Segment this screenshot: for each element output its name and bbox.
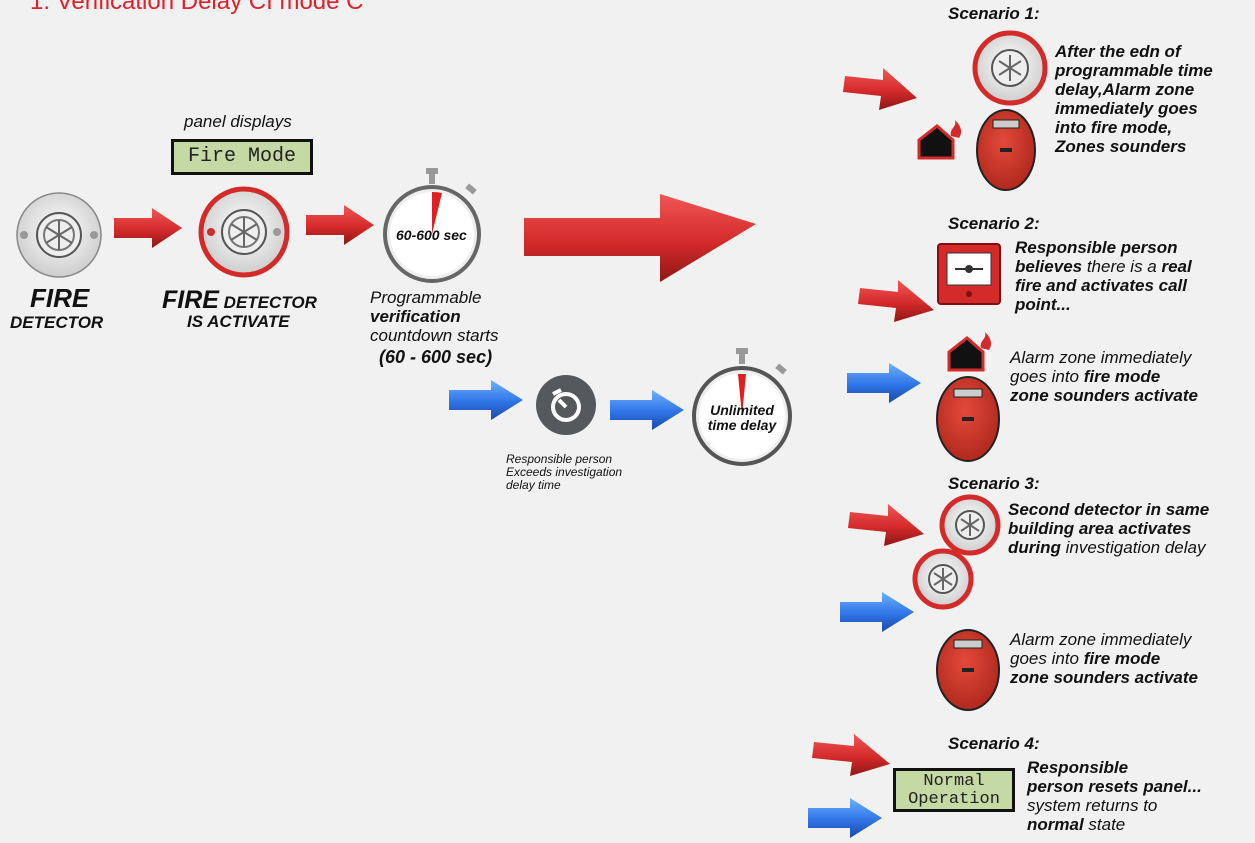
blue-arrow [840, 592, 914, 632]
panel-lcd-normal-operation: Normal Operation [893, 768, 1015, 812]
countdown-line4: (60 - 600 sec) [379, 347, 493, 367]
scenario3-line3: during investigation delay [1008, 538, 1206, 557]
smoke-detector-icon [16, 192, 102, 278]
countdown-line2: verification [370, 307, 461, 326]
red-arrow [306, 205, 374, 245]
unlimited-text: Unlimited time delay [700, 403, 784, 433]
scenario4-line4: normal state [1027, 815, 1126, 834]
scenario3-heading: Scenario 3: [948, 474, 1040, 493]
scenario2-heading: Scenario 2: [948, 214, 1040, 233]
activated-label-line1: FIRE DETECTOR [162, 286, 317, 314]
scenario2-text: Responsible person believes there is a r… [1015, 238, 1192, 314]
scenario1-line5: into fire mode, [1055, 118, 1173, 137]
activated-label-line2: IS ACTIVATE [187, 312, 290, 331]
page-title: 1. Verification Delay CI mode C [30, 0, 364, 15]
panel-lcd-fire-mode: Fire Mode [171, 139, 313, 175]
red-arrow [812, 734, 890, 776]
blue-arrow [610, 390, 684, 430]
scenario2-alarm-line2: goes into fire mode [1010, 367, 1161, 386]
red-arrow [843, 68, 917, 110]
exceeds-line2: Exceeds investigation [506, 465, 623, 479]
scenario3-alarm-line3: zone sounders activate [1010, 668, 1199, 687]
sounder-icon [936, 629, 1000, 711]
scenario3-alarm-text: Alarm zone immediately goes into fire mo… [1010, 630, 1198, 687]
scenario3-text: Second detector in same building area ac… [1008, 500, 1209, 557]
scenario4-line2: person resets panel... [1027, 777, 1202, 796]
exceeds-line1: Responsible person [506, 452, 613, 466]
blue-arrow [449, 380, 523, 420]
countdown-line1: Programmable [370, 288, 482, 307]
blue-arrow [808, 798, 882, 838]
call-point-icon [937, 243, 1001, 305]
scenario2-alarm-line1: Alarm zone immediately [1010, 348, 1192, 367]
red-arrow [114, 208, 182, 248]
lcd-line1: Normal [923, 772, 985, 791]
scenario4-line3: system returns to [1027, 796, 1158, 815]
activated-detector-icon [972, 30, 1048, 106]
scenario1-line6: Zones sounders [1055, 137, 1187, 156]
scenario1-line2: programmable time [1055, 61, 1213, 80]
scenario4-text: Responsible person resets panel... syste… [1027, 758, 1202, 834]
scenario2-alarm-line3: zone sounders activate [1010, 386, 1199, 405]
lcd-line2: Operation [908, 790, 1000, 809]
red-arrow [858, 280, 934, 322]
activated-detector-icon [198, 186, 290, 278]
scenario2-line3: fire and activates call [1015, 276, 1187, 295]
house-fire-icon [917, 120, 962, 160]
fire-label-big: FIRE [30, 283, 90, 313]
timer-text: 60-600 sec [396, 227, 467, 243]
sounder-icon [976, 109, 1036, 191]
panel-displays-label: panel displays [184, 112, 292, 131]
exceeds-line3: delay time [506, 478, 561, 492]
scenario3-line2: building area activates [1008, 519, 1192, 538]
scenario1-line4: immediately goes [1055, 99, 1198, 118]
scenario3-line1: Second detector in same [1008, 500, 1210, 519]
scenario1-line3: delay,Alarm zone [1055, 80, 1195, 99]
scenario2-alarm-text: Alarm zone immediately goes into fire mo… [1010, 348, 1198, 405]
scenario3-alarm-line1: Alarm zone immediately [1010, 630, 1192, 649]
big-red-arrow [524, 194, 756, 282]
sounder-icon [936, 376, 1000, 462]
exceeds-text: Responsible person Exceeds investigation… [506, 453, 622, 492]
unlimited-line2: time delay [707, 417, 777, 433]
scenario1-line1: After the edn of [1055, 42, 1181, 61]
scenario4-line1: Responsible [1027, 758, 1129, 777]
red-arrow [848, 504, 924, 546]
stopwatch-icon [383, 168, 481, 283]
activated-detector-icon [912, 548, 974, 610]
scenario1-heading: Scenario 1: [948, 4, 1040, 23]
blue-arrow [847, 363, 921, 403]
activated-detector-icon [939, 494, 1001, 556]
house-fire-icon [947, 332, 992, 372]
countdown-line3: countdown starts [370, 326, 499, 345]
stopwatch-unlimited-icon [692, 348, 792, 466]
detector-label: DETECTOR [10, 313, 104, 332]
scenario2-line1: Responsible person [1015, 238, 1178, 257]
scenario4-heading: Scenario 4: [948, 734, 1040, 753]
unlimited-line1: Unlimited [710, 402, 774, 418]
scenario1-text: After the edn of programmable time delay… [1055, 42, 1213, 156]
scenario2-line4: point... [1015, 295, 1071, 314]
scenario3-alarm-line2: goes into fire mode [1010, 649, 1161, 668]
scenario2-line2: believes there is a real [1015, 257, 1192, 276]
snooze-timer-icon [536, 375, 596, 435]
